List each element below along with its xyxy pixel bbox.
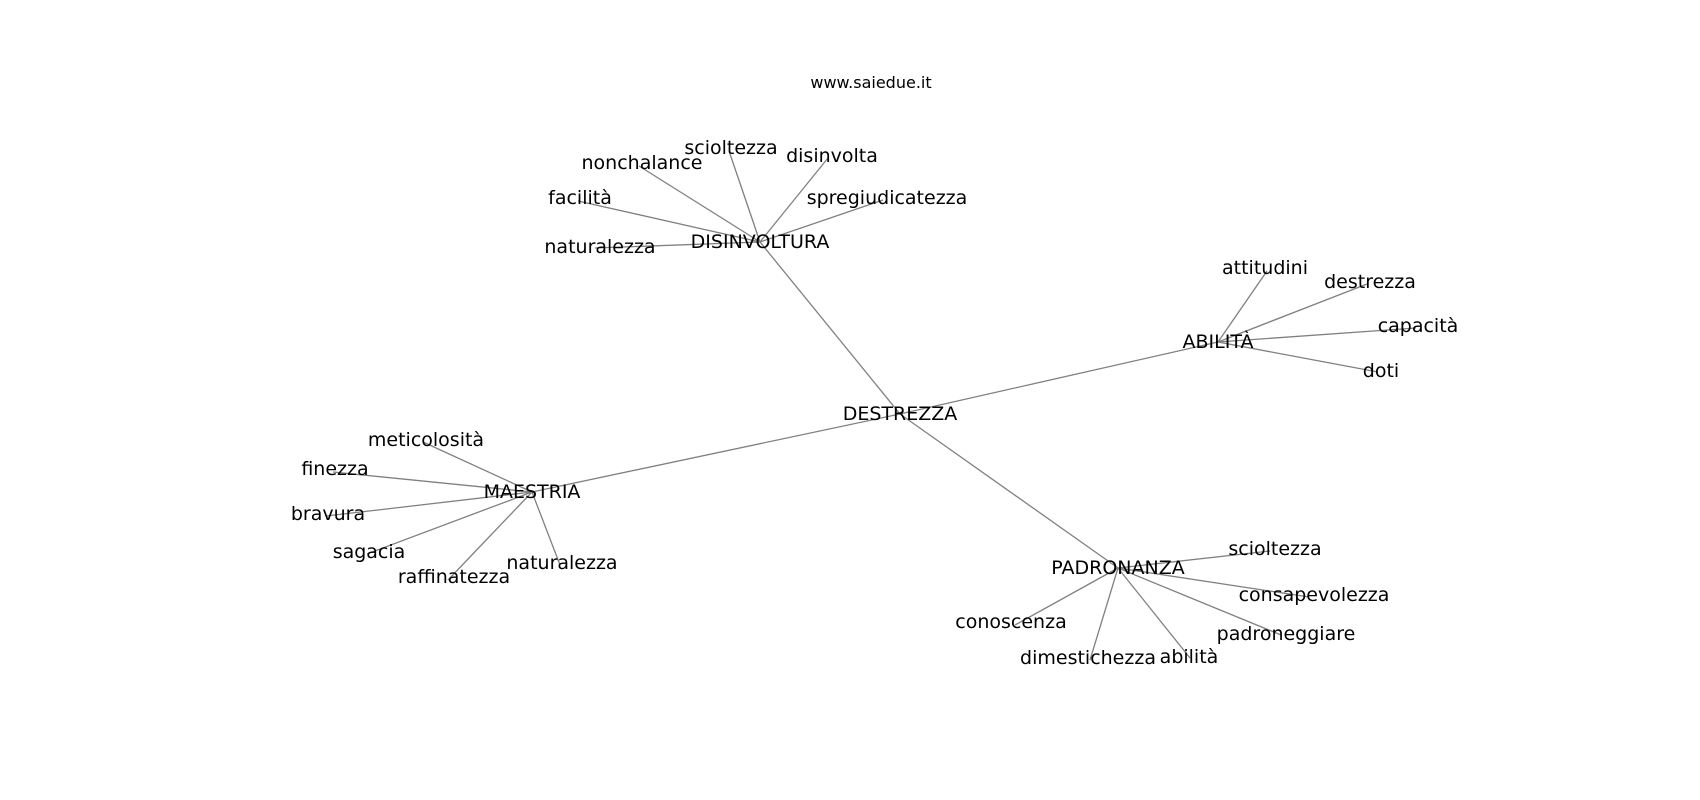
edges-layer: [325, 150, 1417, 661]
leaf-node-label: abilità: [1160, 646, 1219, 668]
edge-hub-leaf: [1217, 341, 1379, 373]
labels-layer: DESTREZZA DISINVOLTURA scioltezza disinvolt…: [291, 137, 1458, 669]
edge-hub-leaf: [422, 441, 533, 493]
edge-hub-leaf: [1089, 567, 1119, 661]
hub-node-label: ABILITÀ: [1183, 330, 1254, 353]
leaf-node-label: capacità: [1378, 315, 1459, 337]
hub-node-label: MAESTRIA: [484, 481, 581, 503]
edge-hub-leaf: [1117, 567, 1191, 659]
leaf-node-label: conoscenza: [955, 611, 1066, 633]
leaf-node-label: scioltezza: [1228, 538, 1321, 560]
leaf-node-label: naturalezza: [544, 236, 655, 258]
root-node-label: DESTREZZA: [843, 403, 958, 425]
leaf-node-label: disinvolta: [786, 145, 878, 167]
edge-hub-leaf: [638, 165, 761, 243]
edge-hub-leaf: [594, 241, 761, 249]
hub-node-label: DISINVOLTURA: [691, 231, 830, 253]
edge-hub-leaf: [759, 199, 884, 243]
edge-hub-leaf: [1014, 567, 1119, 626]
leaf-node-label: dimestichezza: [1020, 647, 1156, 669]
leaf-node-label: scioltezza: [684, 137, 777, 159]
leaf-node-label: destrezza: [1324, 271, 1416, 293]
leaf-node-label: facilità: [548, 187, 612, 209]
edge-hub-leaf: [1217, 270, 1268, 343]
edge-root-hub: [899, 413, 1119, 569]
edge-hub-leaf: [325, 491, 533, 517]
edge-hub-leaf: [531, 491, 561, 566]
edge-hub-leaf: [332, 471, 533, 493]
leaf-node-label: padroneggiare: [1217, 623, 1356, 645]
edge-hub-leaf: [1117, 567, 1310, 598]
website-label: www.saiedue.it: [810, 73, 931, 92]
edge-root-hub: [531, 413, 901, 493]
edge-hub-leaf: [1217, 327, 1417, 343]
edge-hub-leaf: [447, 491, 533, 581]
leaf-node-label: doti: [1363, 360, 1399, 382]
edge-hub-leaf: [366, 491, 533, 555]
leaf-node-label: attitudini: [1222, 257, 1308, 279]
leaf-node-label: raffinatezza: [398, 566, 510, 588]
leaf-node-label: finezza: [301, 458, 368, 480]
edge-root-hub: [759, 241, 901, 415]
edge-hub-leaf: [759, 157, 829, 243]
edge-hub-leaf: [577, 200, 761, 243]
hub-node-label: PADRONANZA: [1051, 557, 1184, 579]
edge-hub-leaf: [1117, 550, 1271, 569]
leaf-node-label: consapevolezza: [1239, 584, 1390, 606]
edge-root-hub: [899, 341, 1219, 415]
leaf-node-label: bravura: [291, 503, 365, 525]
leaf-node-label: spregiudicatezza: [807, 187, 968, 209]
leaf-node-label: sagacia: [333, 541, 406, 563]
edge-hub-leaf: [728, 150, 761, 243]
leaf-node-label: meticolosità: [368, 429, 484, 451]
edge-hub-leaf: [1217, 283, 1368, 343]
edge-hub-leaf: [1117, 567, 1282, 636]
leaf-node-label: naturalezza: [506, 552, 617, 574]
leaf-node-label: nonchalance: [582, 152, 703, 174]
